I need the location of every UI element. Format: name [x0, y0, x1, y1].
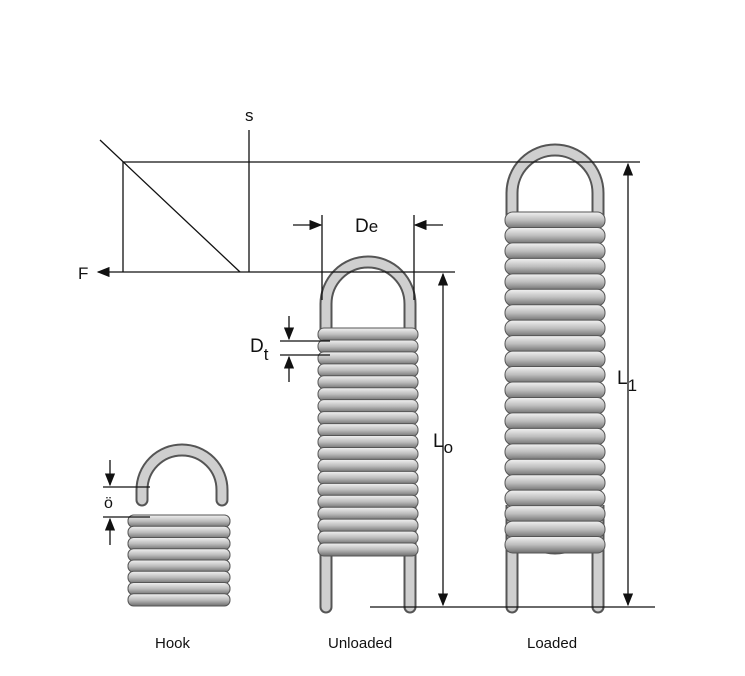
loaded-spring-coil	[504, 257, 606, 276]
loaded-spring-coil	[504, 536, 606, 554]
label-lo: Lo	[433, 431, 453, 457]
loaded-spring-coil	[504, 366, 606, 384]
unloaded-spring-coil	[317, 387, 419, 402]
loaded-spring-coil	[504, 242, 606, 260]
loaded-spring-coil	[504, 288, 606, 307]
loaded-spring-coil	[504, 226, 606, 245]
unloaded-spring-coil	[317, 518, 419, 533]
caption-loaded: Loaded	[527, 635, 577, 652]
unloaded-spring-coil	[317, 399, 419, 414]
label-de: De	[355, 216, 378, 237]
loaded-spring-coil	[504, 319, 606, 338]
hook-spring-coil	[127, 548, 231, 562]
caption-hook: Hook	[155, 635, 191, 652]
label-dt: Dt	[250, 336, 269, 364]
force-characteristic-line	[99, 139, 241, 273]
loaded-spring-coil	[504, 350, 606, 369]
label-s: s	[245, 106, 254, 125]
loaded-spring-coil	[504, 458, 606, 477]
unloaded-spring-coil	[317, 411, 419, 426]
hook-spring-coil	[127, 570, 231, 584]
unloaded-spring-coil	[317, 530, 419, 545]
caption-unloaded: Unloaded	[328, 635, 392, 652]
unloaded-spring-coil	[317, 482, 419, 497]
loaded-spring-coil	[504, 520, 606, 539]
unloaded-spring-coil	[317, 435, 419, 449]
dimension-lines	[96, 130, 655, 608]
unloaded-spring-coil	[317, 494, 419, 509]
unloaded-spring-coil	[317, 458, 419, 473]
loaded-spring-coil	[504, 396, 606, 415]
loaded-spring-coil	[504, 474, 606, 492]
loaded-spring-coil	[504, 505, 606, 523]
loaded-spring-coil	[504, 427, 606, 446]
unloaded-spring-coil	[317, 506, 419, 521]
unloaded-spring-coil	[317, 423, 419, 438]
springs	[127, 143, 606, 614]
loaded-spring-coil	[504, 304, 606, 322]
hook-spring-coil	[127, 525, 231, 539]
label-o-umlaut: ö	[104, 495, 113, 512]
loaded-spring-coil	[504, 412, 606, 430]
unloaded-top-hook	[321, 257, 415, 335]
loaded-top-hook	[507, 145, 603, 220]
unloaded-spring-coil	[317, 363, 419, 378]
label-f: F	[78, 264, 88, 283]
unloaded-spring-coil	[317, 470, 419, 485]
hook-spring-coil	[127, 582, 231, 596]
unloaded-spring-coil	[317, 542, 419, 557]
label-l1: L1	[617, 368, 637, 395]
unloaded-spring-coil	[317, 351, 419, 366]
hook-spring-coil	[127, 593, 231, 607]
loaded-spring-coil	[504, 489, 606, 508]
hook-spring-loop	[137, 445, 227, 505]
unloaded-spring-coil	[317, 339, 419, 354]
hook-spring-coil	[127, 537, 231, 551]
loaded-spring-coil	[504, 381, 606, 399]
loaded-spring-coil	[504, 273, 606, 291]
unloaded-spring-coil	[317, 375, 419, 390]
unloaded-spring-coil	[317, 327, 419, 342]
unloaded-spring-coil	[317, 446, 419, 461]
loaded-spring-coil	[504, 443, 606, 461]
loaded-spring-coil	[504, 211, 606, 229]
hook-spring-coil	[127, 559, 231, 573]
loaded-spring-coil	[504, 335, 606, 353]
